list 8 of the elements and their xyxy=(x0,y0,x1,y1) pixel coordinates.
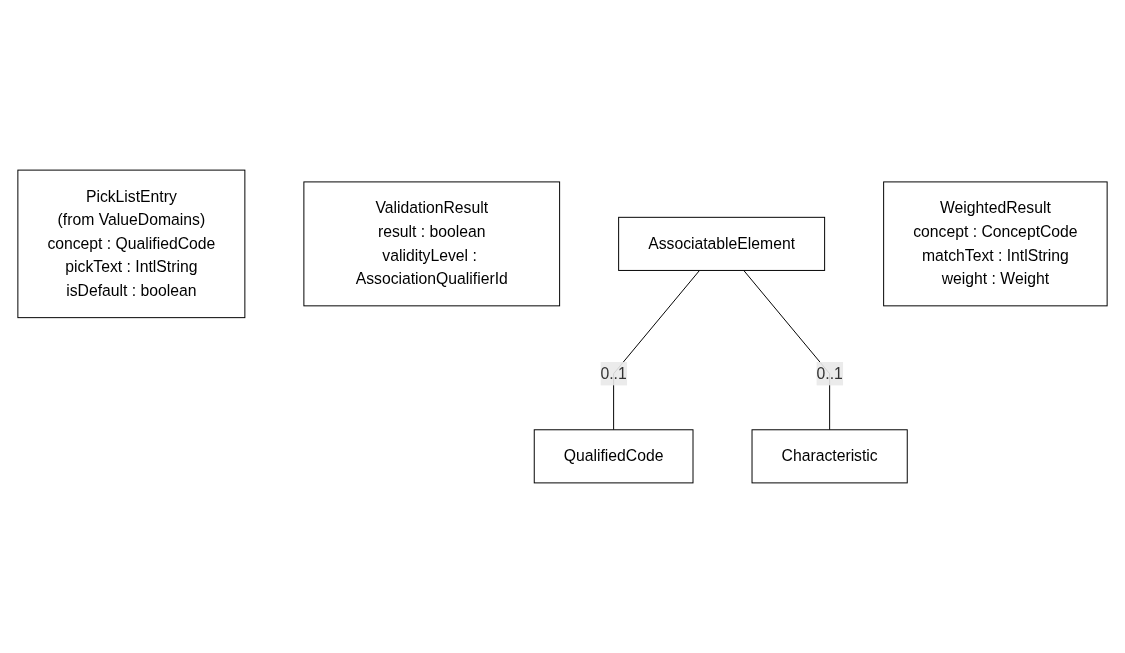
node-box: Characteristic xyxy=(751,429,908,484)
node-box: WeightedResult concept : ConceptCode matchText : IntlString weight : Weight xyxy=(883,181,1108,307)
node-box: ValidationResult result : boolean validityLevel : AssociationQualifierId xyxy=(303,181,561,307)
edge-label: 0..1 xyxy=(600,364,627,382)
node-box: PickListEntry (from ValueDomains) concept : QualifiedCode pickText : IntlString isDefault : boolean xyxy=(17,169,246,319)
node-box: AssociatableElement xyxy=(618,216,826,271)
node-box: QualifiedCode xyxy=(533,429,694,484)
edge-label: 0..1 xyxy=(816,364,843,382)
